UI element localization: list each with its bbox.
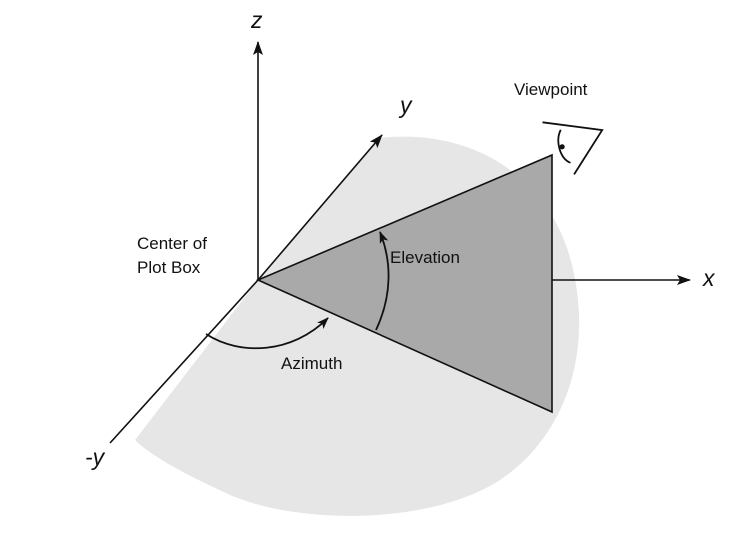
center-label-line1: Center of [137,234,207,253]
elevation-arc [375,231,390,331]
center-label-line2: Plot Box [137,258,201,277]
elevation-label: Elevation [390,248,460,267]
eye-icon [542,121,604,175]
negative-y-axis [109,279,259,444]
y-axis-label: y [398,92,413,118]
elevation-triangle [256,153,553,414]
viewpoint-label: Viewpoint [514,80,588,99]
x-axis-label: x [702,265,716,291]
azimuth-arc [205,317,329,350]
azimuth-label: Azimuth [281,354,342,373]
negative-y-axis-label: -y [85,444,106,470]
z-axis-label: z [250,7,263,33]
y-axis [257,134,383,281]
